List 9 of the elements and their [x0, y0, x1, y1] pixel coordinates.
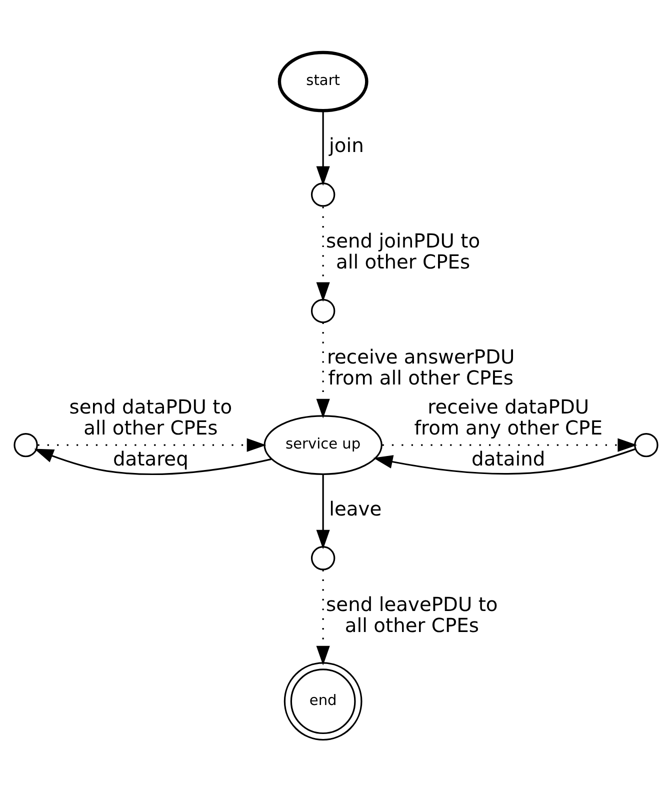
edge-label: receive answerPDU from all other CPEs	[326, 345, 515, 390]
edge-label: send leavePDU to all other CPEs	[326, 592, 498, 636]
edge-label: send joinPDU to all other CPEs	[326, 228, 480, 273]
edge-label: join	[329, 133, 364, 156]
edge-label: receive dataPDU from any other CPE	[414, 395, 603, 440]
edge-label: send dataPDU to all other CPEs	[69, 395, 232, 440]
edge-label: datareq	[112, 446, 188, 470]
edge-label: dataind	[472, 446, 546, 470]
edge-label: leave	[329, 497, 382, 520]
